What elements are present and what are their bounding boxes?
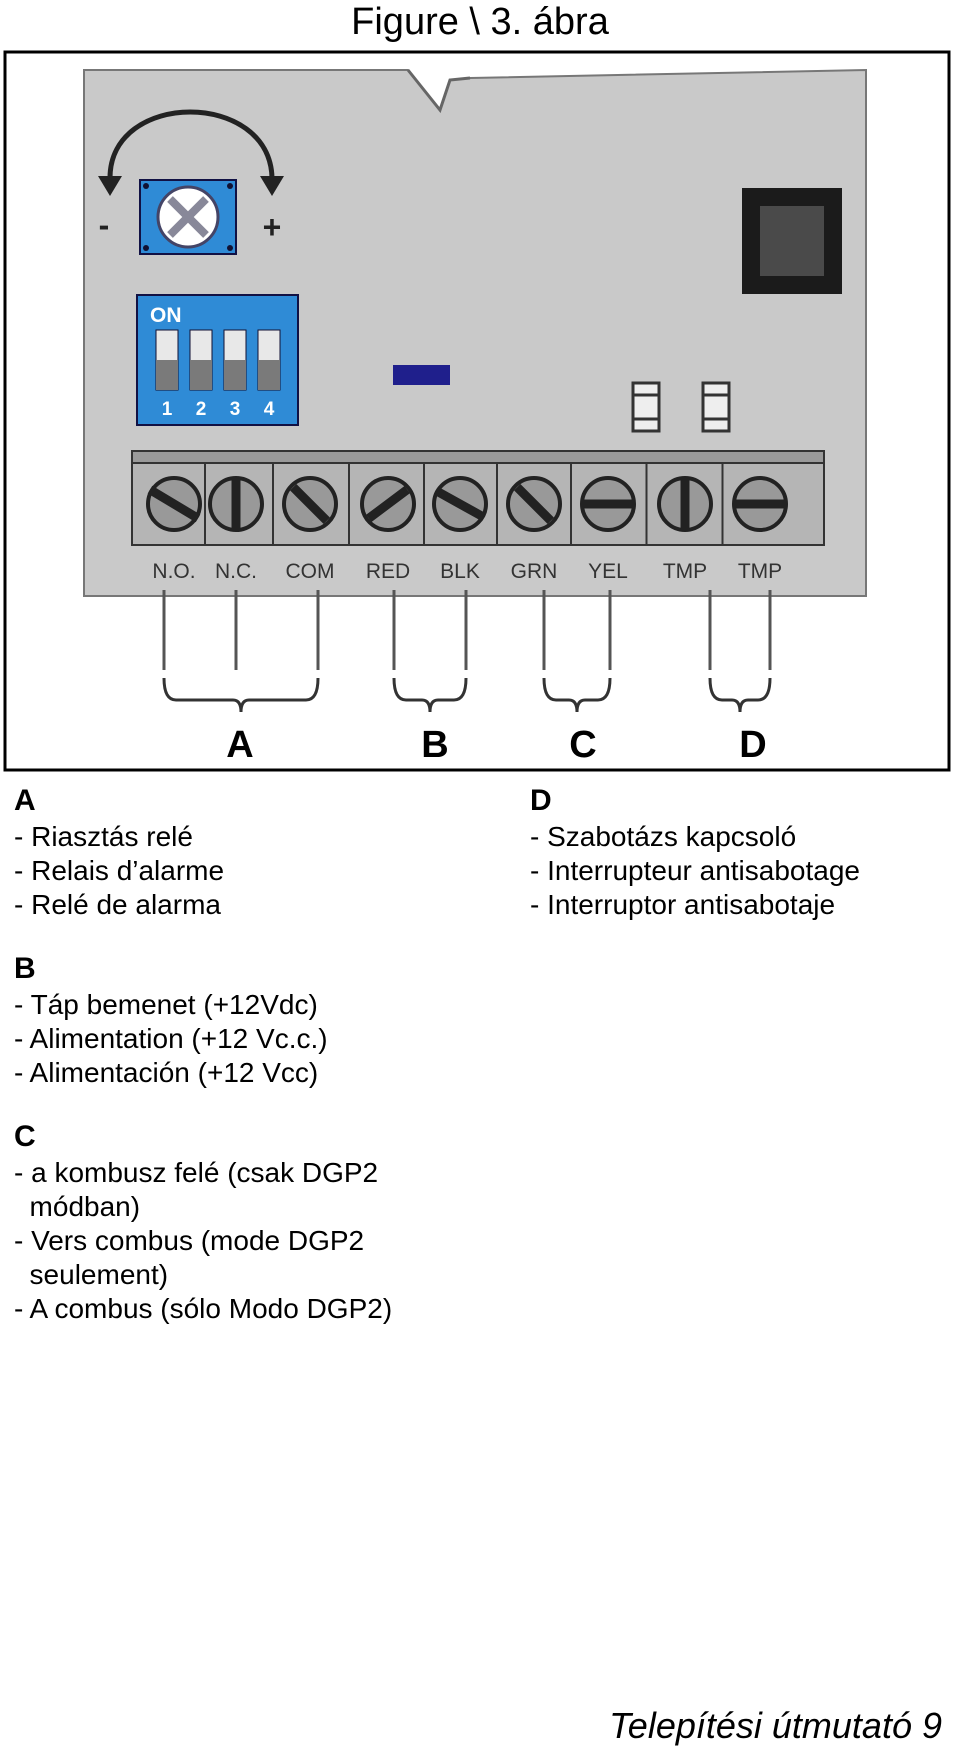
dip-on-label: ON bbox=[150, 304, 182, 327]
screw-slot bbox=[514, 484, 554, 524]
dip-number: 2 bbox=[196, 399, 207, 420]
screw-slot bbox=[366, 486, 410, 523]
group-letter: C bbox=[569, 724, 596, 766]
legend-a-line: - Riasztás relé bbox=[14, 821, 193, 852]
legend-b-heading: B bbox=[14, 952, 36, 985]
pot-plus-label: + bbox=[263, 209, 282, 245]
pot-minus-label: - bbox=[99, 207, 110, 243]
terminal-label: N.O. bbox=[152, 560, 195, 583]
legend-d-line: - Interrupteur antisabotage bbox=[530, 855, 860, 886]
legend-b: B - Táp bemenet (+12Vdc) - Alimentation … bbox=[14, 950, 328, 1090]
legend-b-line: - Táp bemenet (+12Vdc) bbox=[14, 989, 318, 1020]
dip-number: 1 bbox=[162, 399, 173, 420]
group-brace bbox=[162, 677, 320, 713]
dip-lever bbox=[190, 360, 212, 390]
legend-d: D - Szabotázs kapcsoló - Interrupteur an… bbox=[530, 782, 860, 922]
page-footer: Telepítési útmutató 9 bbox=[609, 1705, 942, 1746]
terminal-label: GRN bbox=[511, 560, 558, 583]
legend-c-line: módban) bbox=[14, 1191, 141, 1222]
terminal-label: TMP bbox=[663, 560, 707, 583]
terminal-label: TMP bbox=[738, 560, 782, 583]
arrow-right-head bbox=[260, 176, 284, 196]
terminal-label: N.C. bbox=[215, 560, 257, 583]
terminal-block: N.O. N.C. COM RED BLK GRN YEL TMP TMP bbox=[131, 450, 825, 583]
group-brace bbox=[542, 677, 612, 713]
dip-switch[interactable]: ON 1 2 3 4 bbox=[136, 294, 299, 426]
dip-number: 4 bbox=[264, 399, 275, 420]
board-diagram: - + ON 1 2 3 4 N.O. N.C. COM RED BLK GRN YEL TMP TM… bbox=[3, 50, 951, 772]
legend-c: C - a kombusz felé (csak DGP2 módban) - … bbox=[14, 1118, 392, 1326]
legend-c-line: seulement) bbox=[14, 1259, 169, 1290]
dip-lever bbox=[224, 360, 246, 390]
legend-c-line: - A combus (sólo Modo DGP2) bbox=[14, 1293, 393, 1324]
figure-frame bbox=[3, 50, 951, 772]
group-letter: D bbox=[739, 724, 766, 766]
figure-title: Figure \ 3. ábra bbox=[351, 1, 609, 43]
screw-slot bbox=[147, 485, 201, 523]
legend-a-line: - Relé de alarma bbox=[14, 889, 221, 920]
legend-c-heading: C bbox=[14, 1120, 36, 1153]
group-brace bbox=[392, 677, 468, 713]
legend-c-line: - a kombusz felé (csak DGP2 bbox=[14, 1157, 379, 1188]
legend-b-line: - Alimentation (+12 Vc.c.) bbox=[14, 1023, 328, 1054]
tamper-switch bbox=[742, 188, 842, 294]
potentiometer[interactable] bbox=[139, 179, 237, 255]
legend-d-line: - Szabotázs kapcsoló bbox=[530, 821, 797, 852]
component-1 bbox=[631, 381, 661, 433]
dip-lever bbox=[156, 360, 178, 390]
screw-slot bbox=[290, 484, 330, 524]
legend-d-line: - Interruptor antisabotaje bbox=[530, 889, 836, 920]
board-notch bbox=[406, 69, 471, 114]
dip-lever bbox=[258, 360, 280, 390]
group-letter: B bbox=[421, 724, 448, 766]
terminal-label: YEL bbox=[588, 560, 628, 583]
arrow-left-head bbox=[98, 176, 122, 196]
status-led bbox=[393, 365, 450, 385]
legend-a: A - Riasztás relé - Relais d’alarme - Re… bbox=[14, 782, 224, 922]
component-2 bbox=[701, 381, 731, 433]
terminal-label: BLK bbox=[440, 560, 480, 583]
legend-c-line: - Vers combus (mode DGP2 bbox=[14, 1225, 365, 1256]
screw-slot bbox=[436, 488, 484, 520]
terminal-label: RED bbox=[366, 560, 410, 583]
legend-a-heading: A bbox=[14, 784, 36, 817]
legend-b-line: - Alimentación (+12 Vcc) bbox=[14, 1057, 319, 1088]
group-brace bbox=[708, 677, 772, 713]
legend-d-heading: D bbox=[530, 784, 552, 817]
dip-number: 3 bbox=[230, 399, 241, 420]
legend-a-line: - Relais d’alarme bbox=[14, 855, 225, 886]
adjust-arrow-icon bbox=[107, 109, 275, 179]
terminal-label: COM bbox=[286, 560, 335, 583]
group-letter: A bbox=[226, 724, 253, 766]
